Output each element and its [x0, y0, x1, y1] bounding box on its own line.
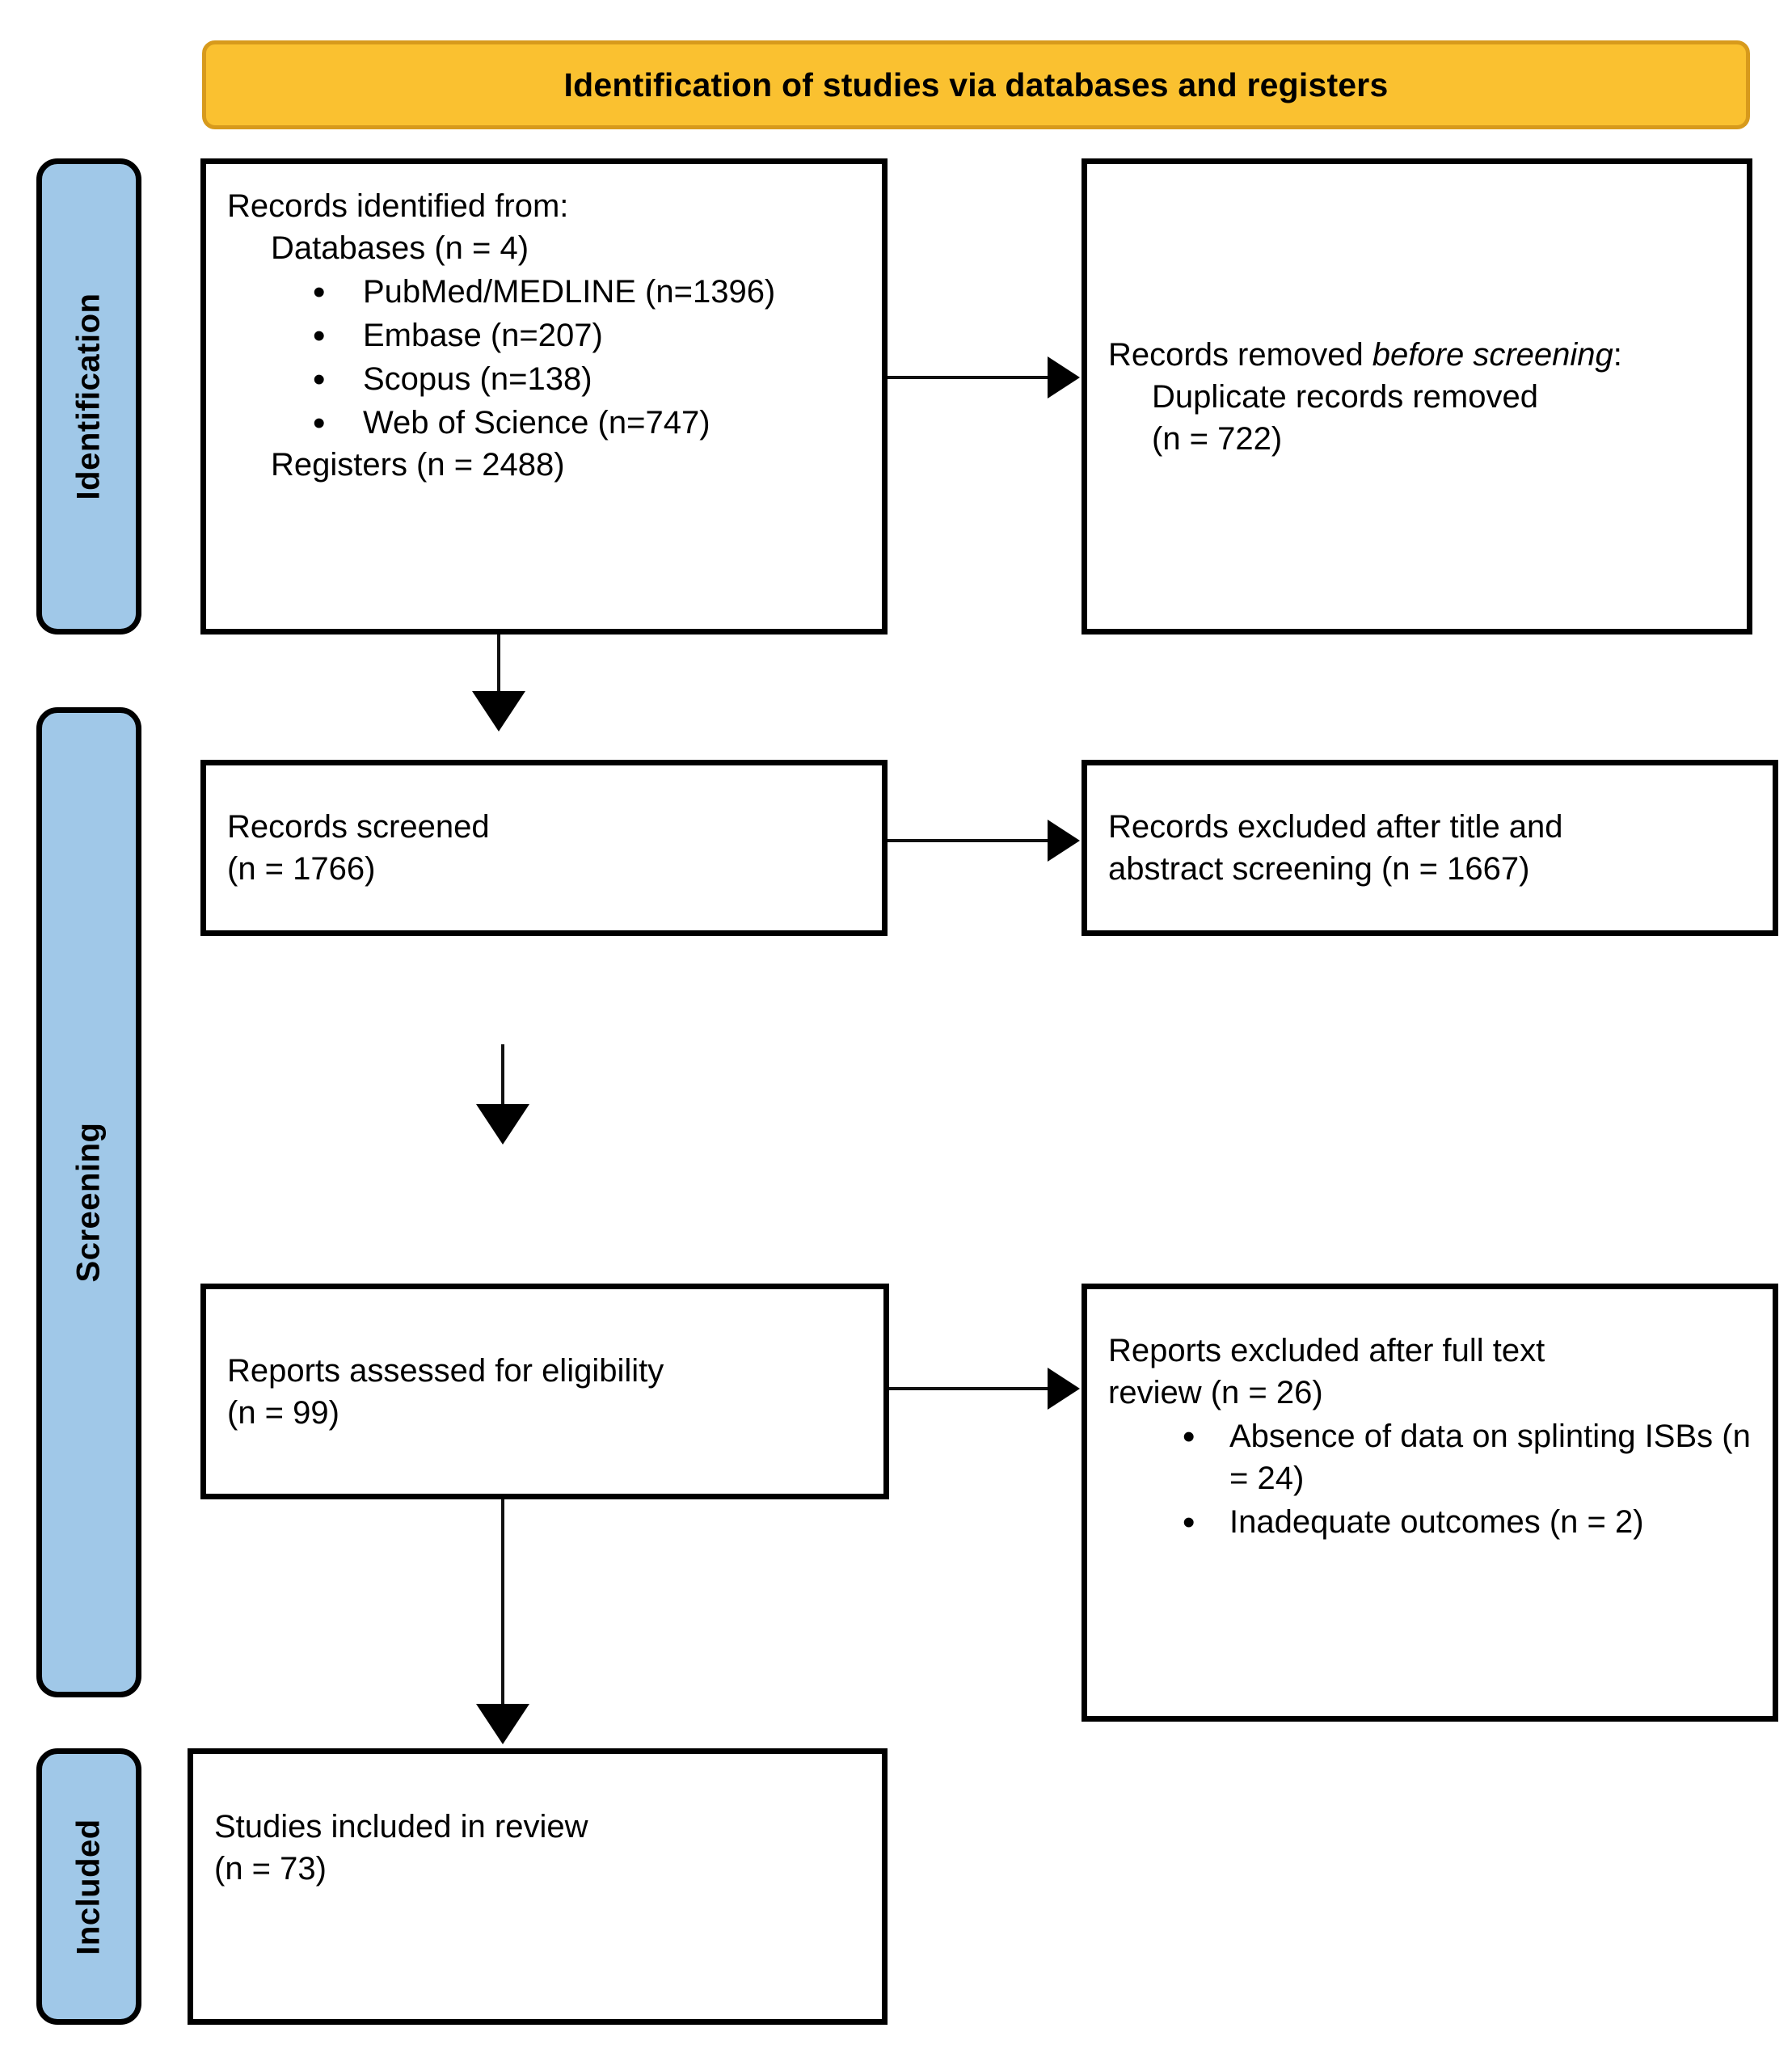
stage-label-included: Included	[70, 1818, 107, 1955]
list-item: Embase (n=207)	[313, 313, 861, 359]
records-identified-registers-line: Registers (n = 2488)	[271, 447, 565, 483]
records-identified-databases-line: Databases (n = 4)	[271, 230, 529, 266]
stage-bar-screening: Screening	[36, 707, 141, 1697]
list-item: Inadequate outcomes (n = 2)	[1183, 1499, 1752, 1545]
reports-excluded-reason-list: Absence of data on splinting ISBs (n = 2…	[1108, 1414, 1752, 1545]
records-screened-content: Records screened (n = 1766)	[227, 806, 490, 890]
connector-identified-to-removed-arrowhead	[1048, 356, 1080, 398]
records-screened-count: (n = 1766)	[227, 851, 376, 887]
stage-bar-included: Included	[36, 1748, 141, 2025]
reports-eligibility-count: (n = 99)	[227, 1394, 339, 1431]
records-screened-label: Records screened	[227, 809, 490, 845]
connector-identified-to-removed-line	[888, 376, 1049, 379]
duplicate-records-removed-count: (n = 722)	[1152, 420, 1283, 457]
connector-eligibility-to-included-arrowhead	[476, 1704, 529, 1744]
reports-eligibility-content: Reports assessed for eligibility (n = 99…	[227, 1350, 664, 1434]
connector-screened-to-excluded-line	[888, 839, 1049, 842]
connector-identified-to-screened-line	[497, 635, 500, 693]
records-excluded-title-line1: Records excluded after title and	[1108, 809, 1563, 845]
records-removed-heading: Records removed before screening:	[1108, 334, 1622, 376]
records-removed-heading-italic: before screening	[1372, 336, 1613, 373]
records-identified-heading: Records identified from:	[227, 188, 569, 224]
records-identified-source-list: PubMed/MEDLINE (n=1396) Embase (n=207) S…	[227, 269, 861, 446]
reports-eligibility-label: Reports assessed for eligibility	[227, 1352, 664, 1389]
list-item: Scopus (n=138)	[313, 356, 861, 403]
list-item: Web of Science (n=747)	[313, 400, 861, 446]
list-item: Absence of data on splinting ISBs (n = 2…	[1183, 1414, 1752, 1499]
connector-eligibility-to-included-line	[501, 1499, 504, 1705]
reports-excluded-full-content: Reports excluded after full text review …	[1108, 1330, 1752, 1545]
box-records-excluded-title-abstract: Records excluded after title and abstrac…	[1082, 760, 1778, 936]
connector-eligibility-to-excluded-line	[889, 1387, 1049, 1390]
records-identified-content: Records identified from: Databases (n = …	[227, 185, 861, 486]
records-excluded-title-line2: abstract screening (n = 1667)	[1108, 851, 1530, 887]
studies-included-count: (n = 73)	[214, 1851, 327, 1887]
stage-bar-identification: Identification	[36, 158, 141, 635]
duplicate-records-removed-line: Duplicate records removed	[1152, 378, 1538, 415]
box-records-identified: Records identified from: Databases (n = …	[200, 158, 888, 635]
records-removed-heading-plain: Records removed	[1108, 336, 1372, 373]
records-removed-content: Records removed before screening: Duplic…	[1108, 334, 1622, 460]
box-reports-assessed-eligibility: Reports assessed for eligibility (n = 99…	[200, 1284, 889, 1499]
studies-included-content: Studies included in review (n = 73)	[214, 1806, 861, 1890]
connector-identified-to-screened-arrowhead	[472, 691, 525, 731]
banner-title: Identification of studies via databases …	[563, 65, 1389, 103]
connector-screened-to-eligibility-line	[501, 1044, 504, 1107]
box-records-screened: Records screened (n = 1766)	[200, 760, 888, 936]
reports-excluded-full-line1: Reports excluded after full text	[1108, 1333, 1545, 1368]
studies-included-label: Studies included in review	[214, 1809, 588, 1845]
connector-screened-to-eligibility-arrowhead	[476, 1104, 529, 1145]
box-records-removed-before-screening: Records removed before screening: Duplic…	[1082, 158, 1752, 635]
reports-excluded-full-line2: review (n = 26)	[1108, 1375, 1323, 1410]
connector-screened-to-excluded-arrowhead	[1048, 820, 1080, 862]
connector-eligibility-to-excluded-arrowhead	[1048, 1368, 1080, 1410]
stage-label-screening: Screening	[70, 1122, 107, 1283]
list-item: PubMed/MEDLINE (n=1396)	[313, 269, 861, 315]
stage-label-identification: Identification	[70, 293, 107, 500]
records-removed-heading-colon: :	[1613, 336, 1622, 373]
diagram-header-banner: Identification of studies via databases …	[202, 40, 1750, 129]
records-excluded-title-content: Records excluded after title and abstrac…	[1108, 806, 1563, 890]
box-studies-included: Studies included in review (n = 73)	[188, 1748, 888, 2025]
box-reports-excluded-full-text: Reports excluded after full text review …	[1082, 1284, 1778, 1722]
